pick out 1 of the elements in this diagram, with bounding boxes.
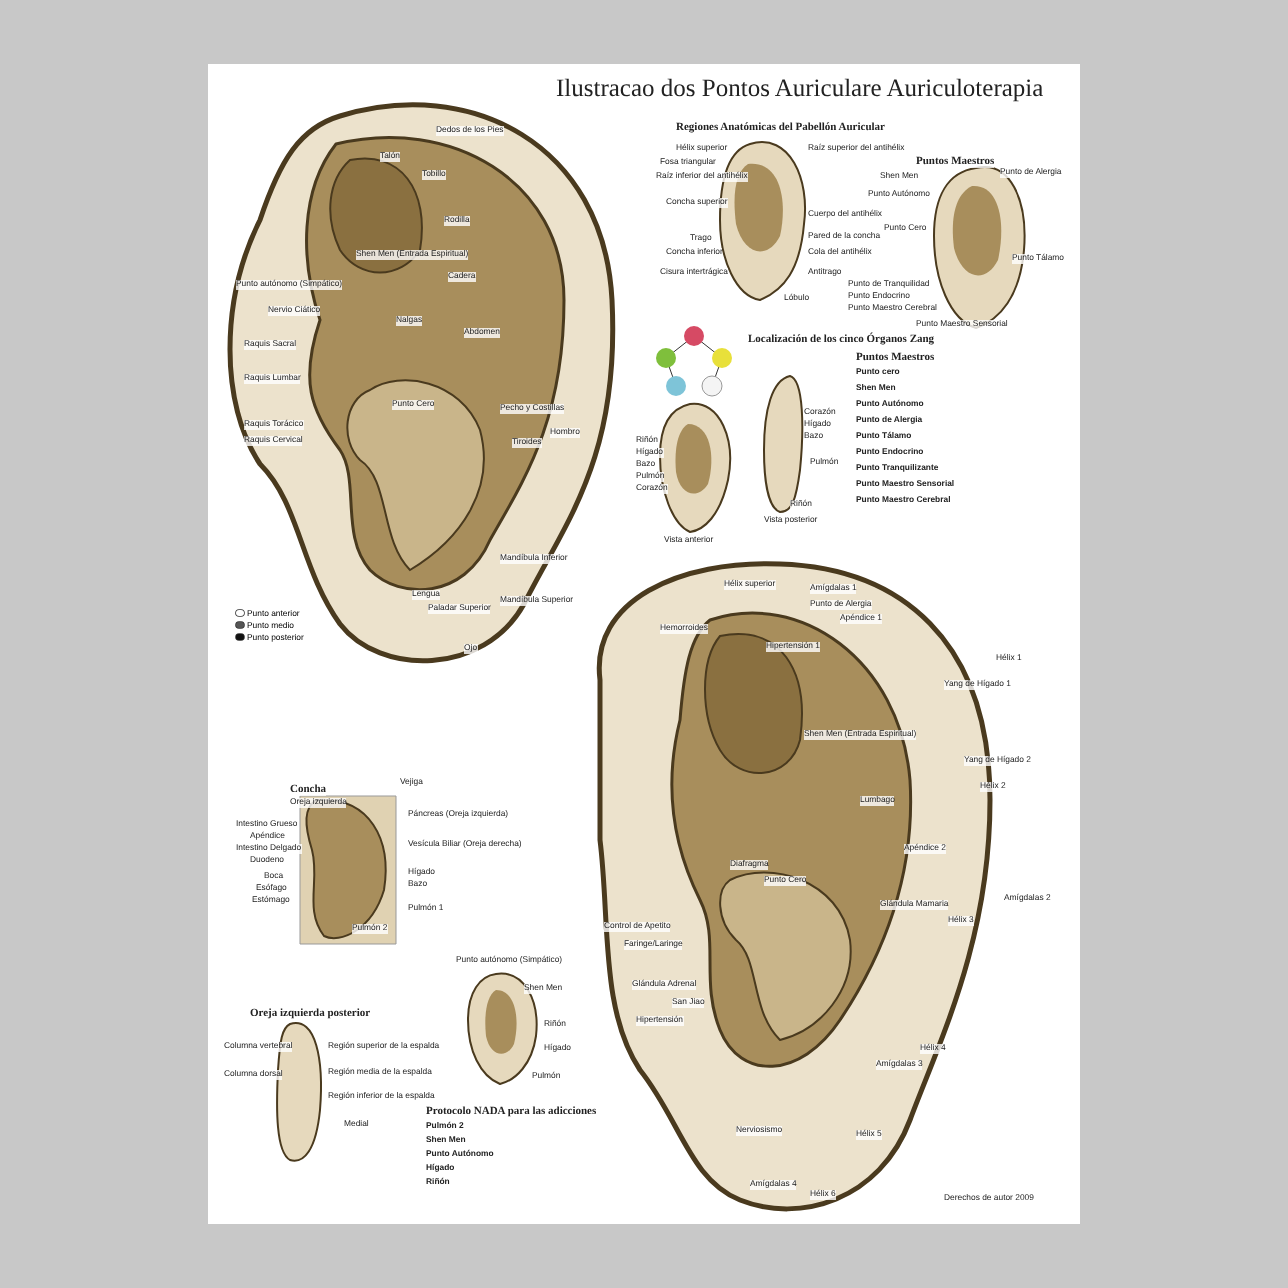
poster-title: Ilustracao dos Pontos Auriculare Auriculoterapia — [556, 74, 1044, 104]
